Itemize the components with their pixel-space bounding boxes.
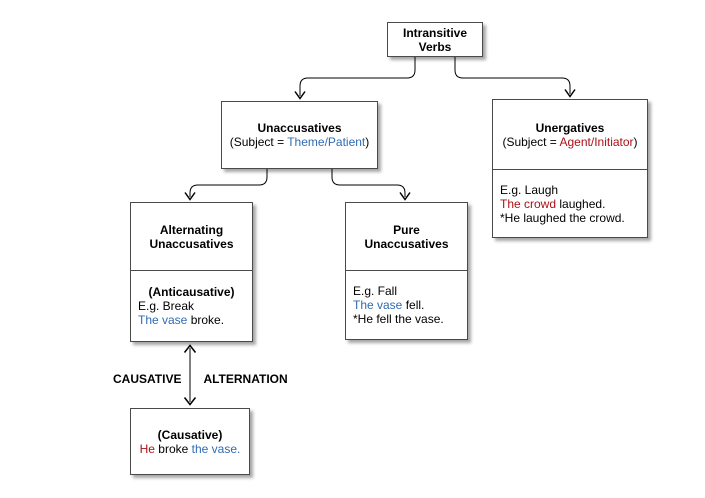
alternation-label-left: CAUSATIVE	[113, 372, 182, 386]
example-rest: fell.	[402, 298, 425, 312]
example-label: E.g. Break	[138, 299, 195, 313]
connector-root-to-unaccusatives	[294, 57, 416, 100]
pure-title-line1: Pure	[393, 222, 420, 237]
connector-root-to-unergatives	[454, 57, 576, 98]
example-sentence: The vase fell.	[346, 298, 467, 312]
arrowhead-down-icon	[183, 397, 197, 406]
subtype-label: (Causative)	[157, 427, 223, 442]
example-sentence: The vase broke.	[131, 313, 252, 327]
subject-prefix: (Subject =	[502, 134, 560, 149]
ungrammatical-sentence: *He laughed the crowd.	[500, 210, 625, 225]
node-causative: (Causative) He broke the vase.	[130, 408, 250, 475]
example-rest: broke.	[187, 313, 225, 327]
sentence-verb: broke	[154, 441, 192, 456]
pure-title-line2: Unaccusatives	[364, 236, 449, 251]
unaccusatives-title: Unaccusatives	[257, 121, 342, 135]
pure-header: Pure Unaccusatives	[346, 203, 467, 270]
unergatives-header: Unergatives (Subject = Agent/Initiator)	[493, 100, 647, 169]
alternating-examples: (Anticausative) E.g. Break The vase brok…	[131, 270, 252, 341]
alternating-header: Alternating Unaccusatives	[131, 203, 252, 270]
subject-role-theme-patient: Theme/Patient	[287, 135, 366, 149]
causative-sentence: He broke the vase.	[131, 442, 249, 456]
pure-examples: E.g. Fall The vase fell. *He fell the va…	[346, 270, 467, 339]
sentence-subject: He	[139, 441, 155, 456]
unergatives-examples: E.g. Laugh The crowd laughed. *He laughe…	[493, 169, 647, 237]
subject-prefix: (Subject =	[229, 135, 288, 149]
example-sentence: The crowd laughed.	[493, 197, 647, 211]
subject-role-agent-initiator: Agent/Initiator	[559, 134, 634, 149]
arrowhead-down-icon	[294, 91, 306, 100]
example-subject: The vase	[353, 298, 403, 312]
connector-unaccusatives-to-alternating	[184, 169, 268, 201]
causative-alternation-label: CAUSATIVE ALTERNATION	[113, 372, 288, 386]
node-unergatives: Unergatives (Subject = Agent/Initiator) …	[492, 99, 648, 238]
subject-suffix: )	[633, 134, 638, 149]
alternating-title-line2: Unaccusatives	[149, 236, 234, 251]
root-title-line1: Intransitive	[402, 25, 468, 40]
arrowhead-down-icon	[184, 192, 196, 201]
example-rest: laughed.	[556, 196, 606, 211]
unergatives-title: Unergatives	[535, 120, 605, 135]
ungrammatical-sentence: *He fell the vase.	[353, 312, 444, 326]
unergatives-subject-line: (Subject = Agent/Initiator)	[493, 135, 647, 149]
arrowhead-down-icon	[399, 192, 411, 201]
subject-suffix: )	[365, 135, 370, 149]
alternating-title-line1: Alternating	[159, 222, 224, 237]
node-alternating-unaccusatives: Alternating Unaccusatives (Anticausative…	[130, 202, 253, 342]
example-subject: The crowd	[500, 196, 557, 211]
alternation-label-right: ALTERNATION	[203, 372, 288, 386]
subtype-label: (Anticausative)	[148, 285, 235, 299]
connector-unaccusatives-to-pure	[331, 169, 411, 201]
node-unaccusatives: Unaccusatives (Subject = Theme/Patient)	[221, 101, 378, 169]
arrowhead-up-icon	[183, 344, 197, 353]
unaccusatives-subject-line: (Subject = Theme/Patient)	[222, 135, 377, 149]
example-subject: The vase	[138, 313, 188, 327]
arrowhead-down-icon	[564, 89, 576, 98]
node-pure-unaccusatives: Pure Unaccusatives E.g. Fall The vase fe…	[345, 202, 468, 340]
example-label: E.g. Laugh	[500, 182, 559, 197]
example-label: E.g. Fall	[353, 284, 398, 298]
sentence-object: the vase.	[191, 441, 241, 456]
root-title-line2: Verbs	[418, 39, 452, 54]
node-intransitive-verbs: Intransitive Verbs	[387, 22, 483, 57]
